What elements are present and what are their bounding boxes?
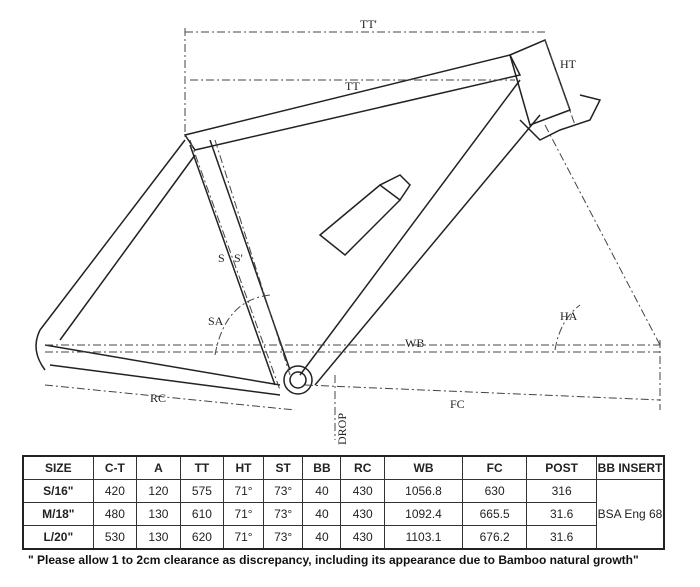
header-cell: A	[136, 455, 181, 480]
table-cell: 676.2	[462, 525, 528, 550]
label-drop: DROP	[335, 413, 349, 445]
table-cell: 316	[526, 479, 597, 503]
table-cell: 630	[462, 479, 528, 503]
table-cell: 665.5	[462, 502, 528, 526]
table-row: L/20" 530 130 620 71° 73° 40 430 1103.1 …	[22, 525, 664, 550]
table-cell: 1092.4	[383, 502, 464, 526]
frame-outline	[35, 38, 602, 396]
table-cell: 575	[179, 479, 225, 503]
dimension-lines	[44, 28, 661, 440]
table-cell: 610	[179, 502, 225, 526]
table-cell: 120	[136, 479, 181, 503]
label-tt-prime: TT'	[360, 17, 377, 31]
table-cell: 40	[302, 525, 342, 550]
bike-frame-geometry-diagram: TT' TT HT S S' SA WB HA RC FC DROP	[35, 17, 661, 445]
table-cell: 420	[92, 479, 138, 503]
header-cell: C-T	[92, 455, 138, 480]
table-cell: 430	[340, 479, 385, 503]
header-cell: POST	[526, 455, 597, 480]
label-tt: TT	[345, 79, 360, 93]
table-cell: 130	[136, 502, 181, 526]
table-cell: 40	[302, 502, 342, 526]
header-cell: RC	[340, 455, 385, 480]
header-cell: SIZE	[22, 455, 94, 480]
table-cell: 73°	[262, 525, 304, 550]
label-wb: WB	[405, 336, 424, 350]
header-cell: TT	[179, 455, 225, 480]
table-cell: 130	[136, 525, 181, 550]
table-cell: 31.6	[526, 525, 597, 550]
table-cell: 73°	[262, 502, 304, 526]
table-cell: 73°	[262, 479, 304, 503]
table-cell: 71°	[223, 502, 264, 526]
label-ha: HA	[560, 309, 578, 323]
size-cell: L/20"	[22, 525, 94, 550]
table-cell: 1056.8	[383, 479, 464, 503]
table-cell: 71°	[223, 479, 264, 503]
header-cell: WB	[383, 455, 464, 480]
table-row: M/18" 480 130 610 71° 73° 40 430 1092.4 …	[22, 502, 664, 526]
size-cell: S/16"	[22, 479, 94, 503]
label-fc: FC	[450, 397, 465, 411]
header-cell: HT	[223, 455, 264, 480]
label-rc: RC	[150, 391, 166, 405]
table-cell: 31.6	[526, 502, 597, 526]
table-cell: 430	[340, 502, 385, 526]
size-geometry-table: SIZE C-T A TT HT ST BB RC WB FC POST BB …	[22, 455, 665, 550]
header-cell: FC	[462, 455, 528, 480]
label-s-prime: S'	[234, 251, 243, 265]
table-header-row: SIZE C-T A TT HT ST BB RC WB FC POST BB …	[22, 455, 665, 480]
table-cell: 1103.1	[383, 525, 464, 550]
table-cell: 530	[92, 525, 138, 550]
header-cell: BB	[302, 455, 342, 480]
table-cell: 620	[179, 525, 225, 550]
label-sa: SA	[208, 314, 224, 328]
label-s: S	[218, 251, 225, 265]
table-row: S/16" 420 120 575 71° 73° 40 430 1056.8 …	[22, 479, 665, 550]
label-ht: HT	[560, 57, 577, 71]
bb-insert-cell: BSA Eng 68	[596, 479, 665, 550]
table-cell: 480	[92, 502, 138, 526]
clearance-note: " Please allow 1 to 2cm clearance as dis…	[28, 553, 639, 567]
table-cell: 430	[340, 525, 385, 550]
table-cell: 40	[302, 479, 342, 503]
size-cell: M/18"	[22, 502, 94, 526]
header-cell: BB INSERT	[596, 455, 665, 480]
header-cell: ST	[262, 455, 304, 480]
table-cell: 71°	[223, 525, 264, 550]
